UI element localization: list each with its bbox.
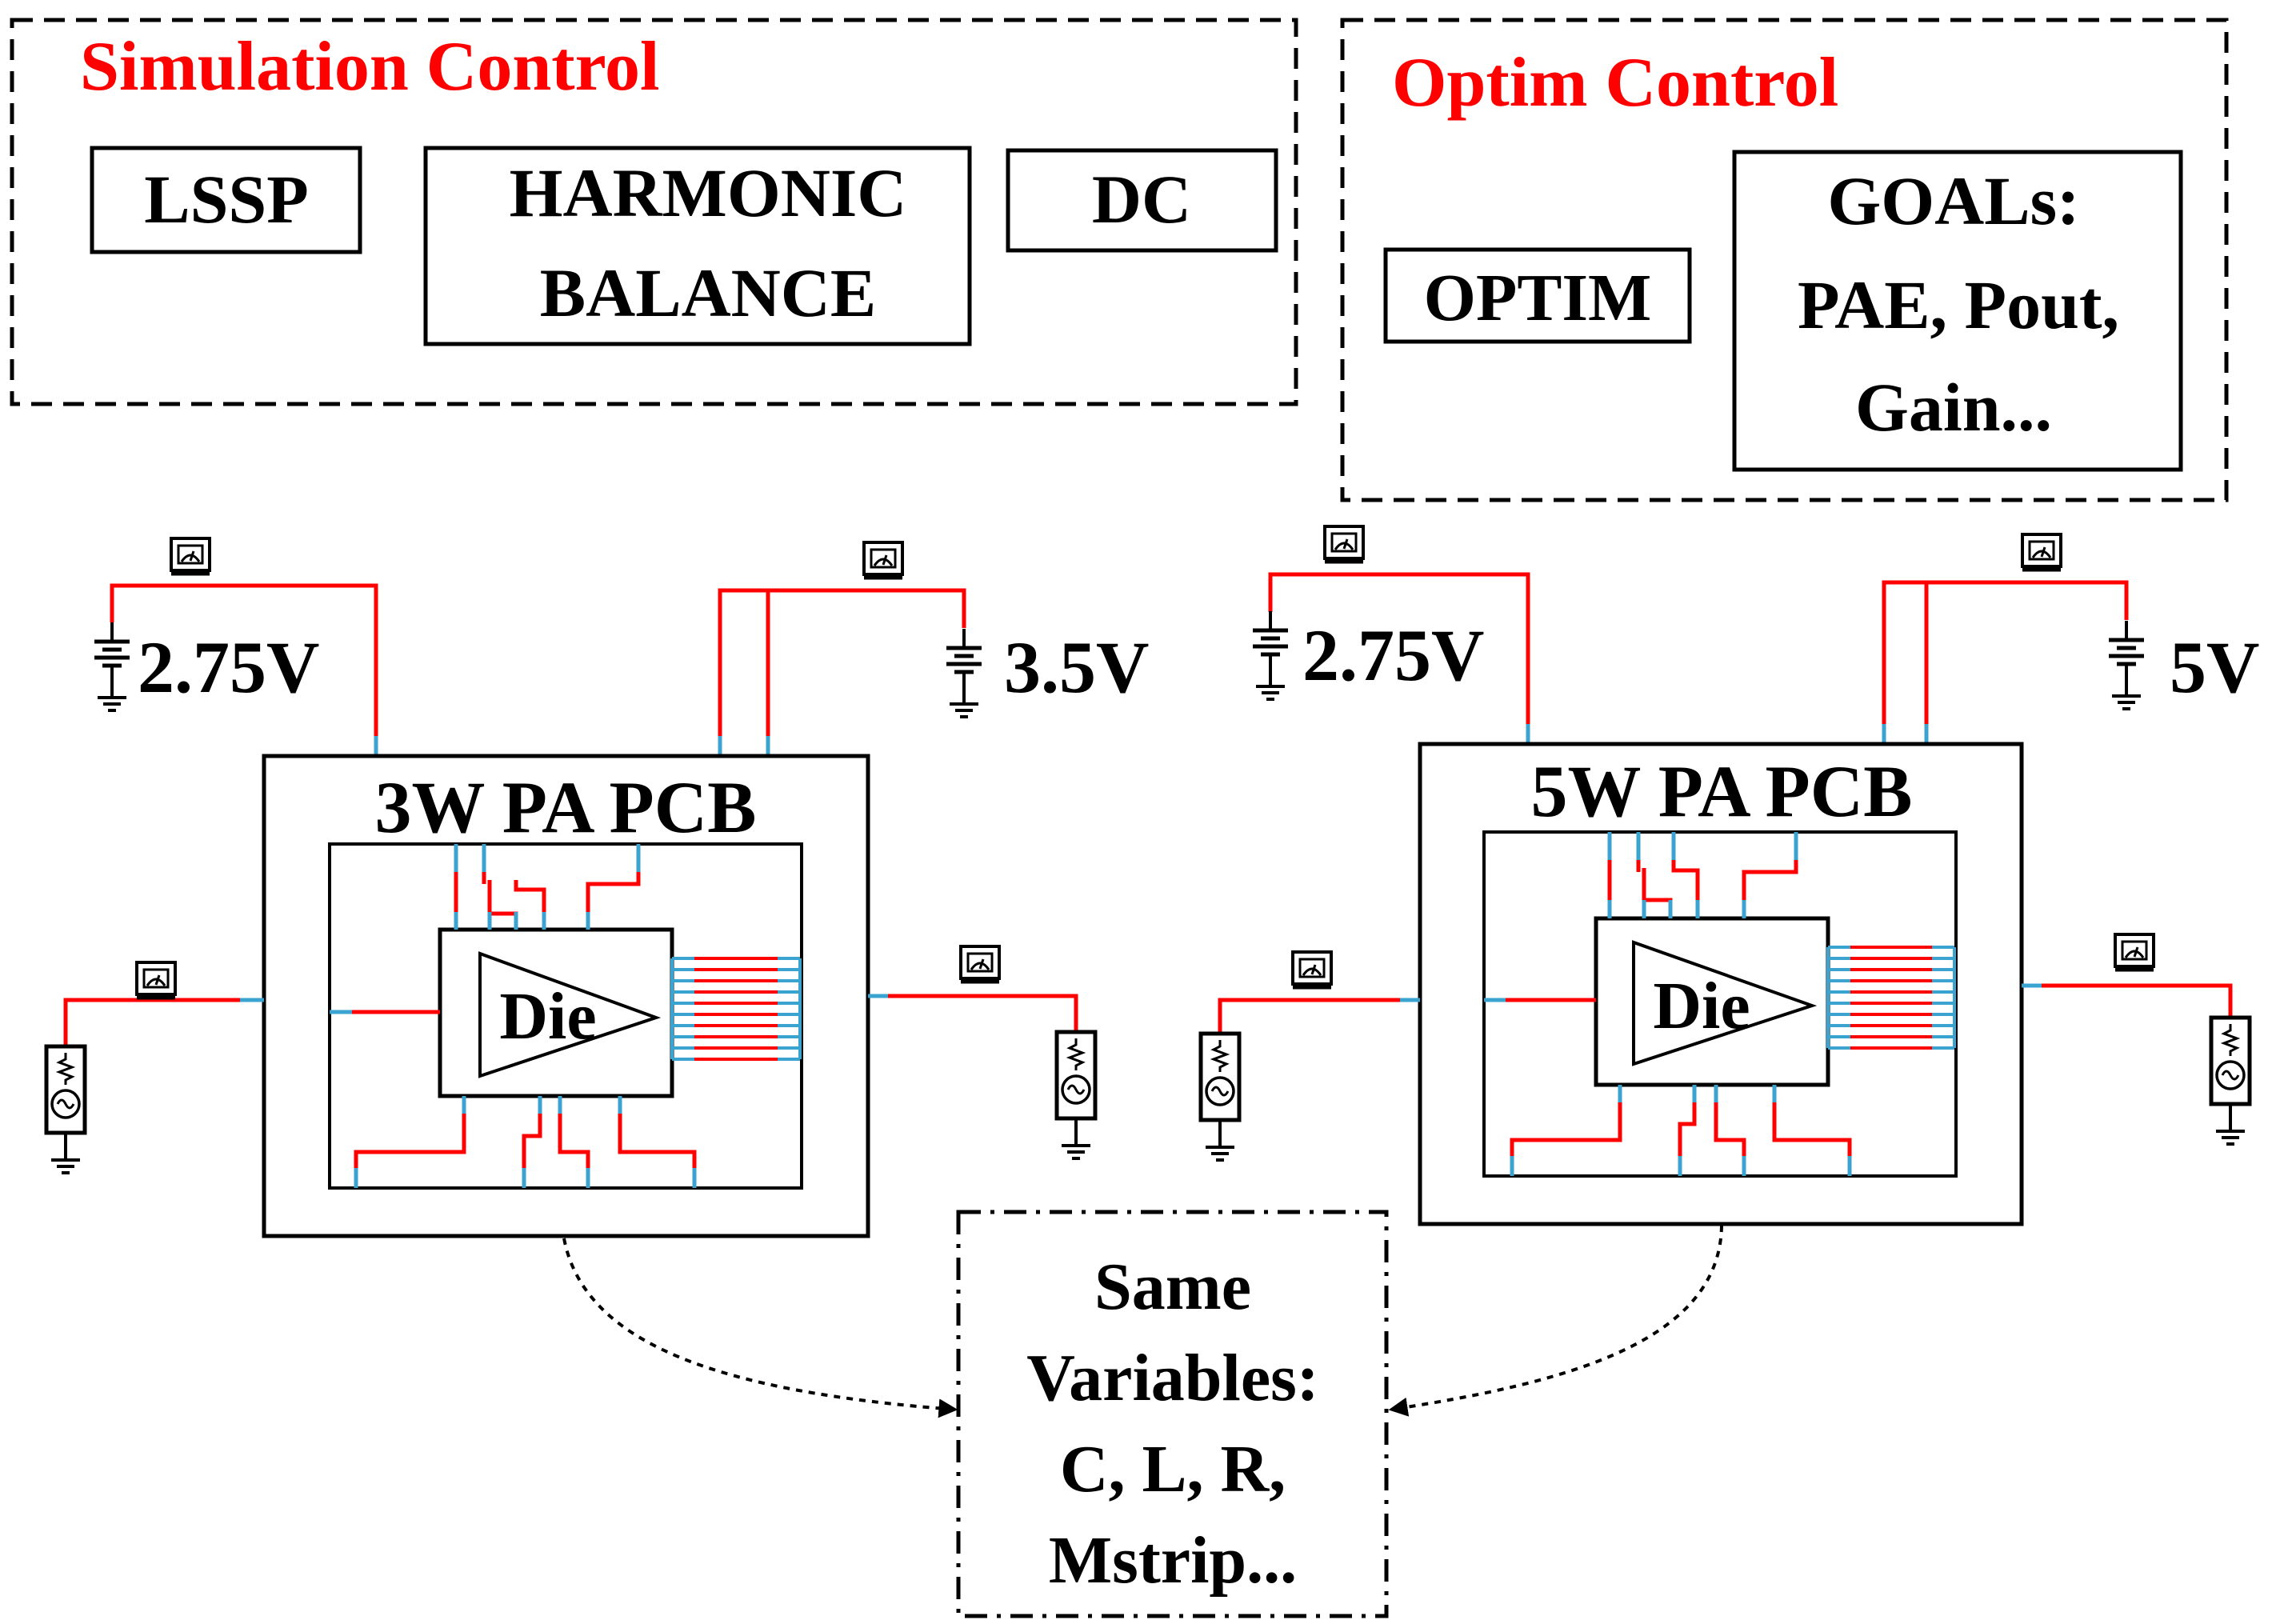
dc-block: DC [1006, 148, 1278, 253]
simulation-control-panel: Simulation Control LSSP HARMONIC BALANCE… [10, 18, 1298, 406]
balance-label: BALANCE [540, 254, 877, 331]
shared-variables-line1: Same [1094, 1250, 1251, 1324]
pa-3w-gate-bias: 2.75V [94, 538, 378, 756]
amplifier-triangle-icon [478, 951, 662, 1078]
pa-5w-gate-voltage: 2.75V [1302, 614, 1484, 696]
meter-icon [1325, 526, 1363, 562]
simulation-control-title: Simulation Control [80, 28, 660, 106]
pa-5w-gate-bias: 2.75V [1253, 526, 1530, 744]
optim-control-panel: Optim Control OPTIM GOALs: PAE, Pout, Ga… [1340, 18, 2229, 502]
meter-icon [864, 542, 902, 578]
pa-3w-die-label: Die [499, 979, 596, 1054]
goals-label: GOALs: [1827, 162, 2079, 239]
pa-5w-bottom-traces [1510, 1085, 1852, 1176]
pa-3w-bottom-traces [354, 1096, 697, 1188]
pa-3w-gate-voltage: 2.75V [138, 626, 319, 708]
optim-label: OPTIM [1424, 261, 1652, 335]
meter-icon [137, 962, 175, 998]
pa-5w-rf-output [2022, 934, 2250, 1144]
ac-source-icon [1201, 1034, 1239, 1160]
pa-5w-output-bus [1826, 946, 1956, 1050]
pa-5w-die-label: Die [1653, 969, 1750, 1043]
goals-gain-label: Gain... [1855, 369, 2052, 446]
battery-icon [1253, 611, 1288, 699]
pa-3w-rf-output [868, 946, 1095, 1158]
harmonic-balance-block: HARMONIC BALANCE [423, 146, 972, 346]
harmonic-label: HARMONIC [510, 154, 907, 231]
pa-3w-schematic: 2.75V 3.5V 3W PA PCB Die [46, 538, 1149, 1238]
arrow-5w-to-variables [1388, 1225, 1723, 1417]
battery-icon [94, 622, 130, 710]
pa-3w-rf-input [46, 962, 264, 1173]
pa-5w-rf-input [1201, 952, 1420, 1160]
meter-icon [1293, 952, 1331, 987]
battery-icon [2109, 621, 2144, 709]
battery-icon [946, 629, 982, 717]
shared-variables-box: Same Variables: C, L, R, Mstrip... [956, 1210, 1389, 1618]
shared-variables-line4: Mstrip... [1049, 1523, 1297, 1598]
shared-variables-line3: C, L, R, [1060, 1432, 1286, 1506]
pa-3w-output-bus [670, 957, 802, 1061]
pa-3w-drain-bias: 3.5V [718, 542, 1149, 756]
pa-5w-schematic: 2.75V 5V 5W PA PCB Die [1201, 526, 2259, 1226]
lssp-label: LSSP [144, 161, 309, 238]
optim-block: OPTIM [1383, 247, 1692, 344]
pa-5w-title: 5W PA PCB [1530, 750, 1912, 832]
pa-3w-drain-voltage: 3.5V [1004, 626, 1149, 708]
pa-3w-top-traces [454, 844, 641, 930]
meter-icon [961, 946, 999, 982]
arrow-3w-to-variables [562, 1238, 958, 1418]
ac-source-icon [2211, 1018, 2250, 1144]
pa-3w-title: 3W PA PCB [374, 766, 756, 848]
goals-block: GOALs: PAE, Pout, Gain... [1732, 150, 2183, 472]
shared-variables-line2: Variables: [1026, 1341, 1319, 1415]
pa-5w-drain-bias: 5V [1882, 534, 2259, 744]
pa-5w-drain-voltage: 5V [2170, 626, 2259, 708]
meter-icon [171, 538, 210, 574]
meter-icon [2115, 934, 2154, 970]
lssp-block: LSSP [90, 146, 362, 254]
ac-source-icon [1057, 1032, 1095, 1158]
goals-metrics-label: PAE, Pout, [1798, 266, 2119, 343]
optim-control-title: Optim Control [1392, 44, 1838, 122]
meter-icon [2022, 534, 2061, 570]
pa-5w-top-traces [1607, 832, 1798, 918]
ac-source-icon [46, 1046, 85, 1173]
dc-label: DC [1092, 161, 1191, 238]
amplifier-triangle-icon [1632, 940, 1818, 1066]
